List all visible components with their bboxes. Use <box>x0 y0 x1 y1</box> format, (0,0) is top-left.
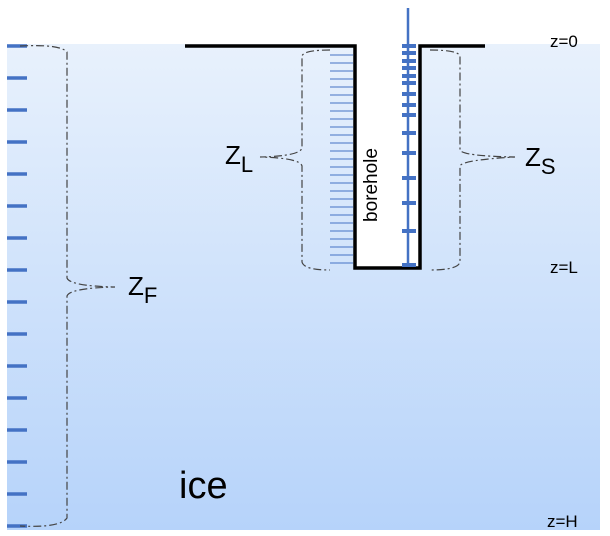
sensor-string <box>402 8 416 267</box>
borehole-wall-hatching <box>330 54 353 264</box>
braces <box>19 45 516 527</box>
label-ice: ice <box>179 465 228 507</box>
label-z0: z=0 <box>550 32 578 51</box>
label-zf-symbol: ZF <box>128 271 157 308</box>
depth-scale-ticks <box>7 44 27 528</box>
brace-zf <box>19 45 116 527</box>
brace-zl <box>259 49 331 271</box>
label-zl-symbol: ZL <box>225 140 253 177</box>
label-zl: z=L <box>550 258 578 277</box>
brace-zs <box>429 49 516 271</box>
label-zh: z=H <box>547 512 578 531</box>
borehole-wall <box>185 44 485 270</box>
label-borehole: borehole <box>361 148 382 222</box>
label-zs-symbol: ZS <box>525 142 556 179</box>
ice-region <box>7 44 600 530</box>
